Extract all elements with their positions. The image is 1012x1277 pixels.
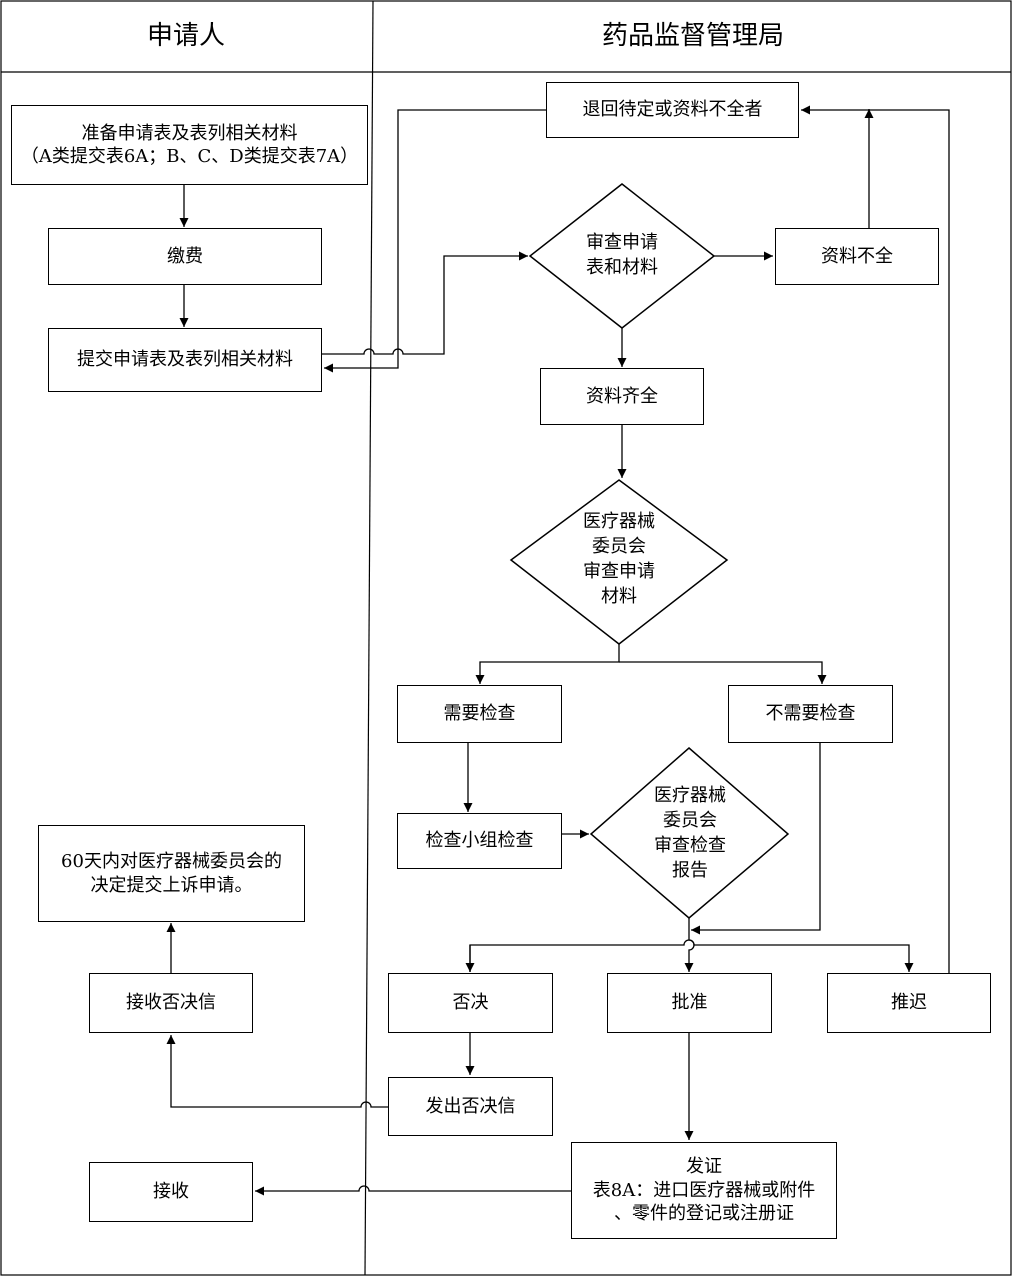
submit-materials-box: 提交申请表及表列相关材料 bbox=[48, 328, 322, 392]
group-inspection-box: 检查小组检查 bbox=[397, 813, 562, 869]
connectors bbox=[166, 105, 950, 1196]
returned-box: 退回待定或资料不全者 bbox=[546, 82, 799, 138]
committee-review-label: 医疗器械 委员会 审查申请 材料 bbox=[583, 511, 655, 607]
need-inspection-box: 需要检查 bbox=[397, 685, 562, 743]
no-inspection-box: 不需要检查 bbox=[728, 685, 893, 743]
committee-report-label: 医疗器械 委员会 审查检查 报告 bbox=[654, 785, 726, 881]
issue-certificate-box: 发证 表8A：进口医疗器械或附件 、零件的登记或注册证 bbox=[571, 1142, 837, 1239]
incomplete-box: 资料不全 bbox=[775, 228, 939, 285]
appeal-box: 60天内对医疗器械委员会的 决定提交上诉申请。 bbox=[38, 825, 305, 922]
complete-box: 资料齐全 bbox=[540, 368, 704, 425]
review-docs-label: 审查申请 表和材料 bbox=[586, 232, 658, 278]
reject-box: 否决 bbox=[388, 973, 553, 1033]
decision-shapes bbox=[509, 183, 790, 919]
receive-box: 接收 bbox=[89, 1162, 253, 1222]
prepare-materials-box: 准备申请表及表列相关材料 （A类提交表6A；B、C、D类提交表7A） bbox=[11, 105, 368, 185]
postpone-box: 推迟 bbox=[827, 973, 991, 1033]
lane-title-agency: 药品监督管理局 bbox=[601, 20, 784, 51]
lane-title-applicant: 申请人 bbox=[146, 20, 225, 51]
approve-box: 批准 bbox=[607, 973, 772, 1033]
send-rejection-box: 发出否决信 bbox=[388, 1077, 553, 1136]
receive-rejection-box: 接收否决信 bbox=[89, 973, 253, 1033]
pay-fee-box: 缴费 bbox=[48, 228, 322, 285]
